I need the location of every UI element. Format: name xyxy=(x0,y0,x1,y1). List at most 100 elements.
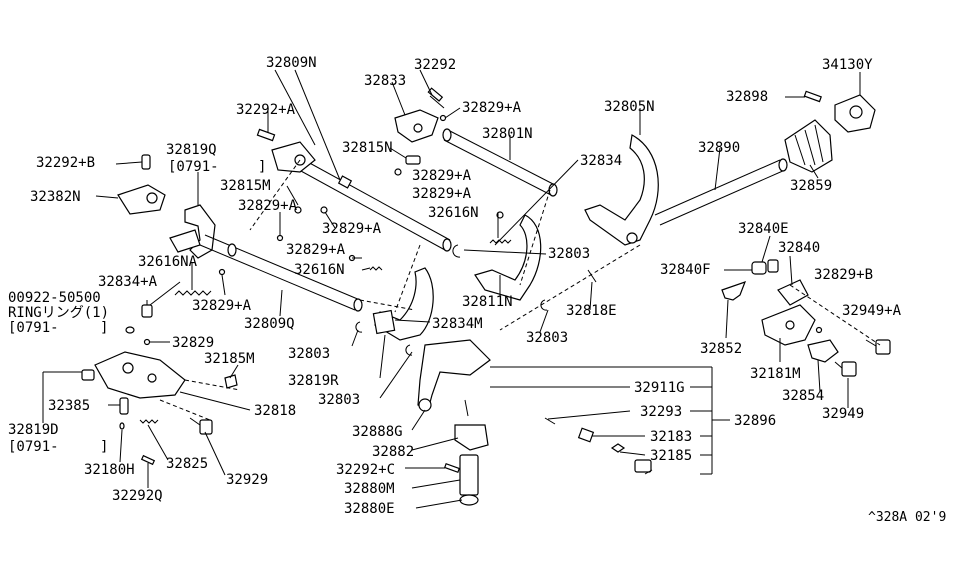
ball-32829 xyxy=(143,338,151,346)
label-32185: 32185 xyxy=(650,448,692,464)
label-32929: 32929 xyxy=(226,472,268,488)
clips-32803 xyxy=(355,244,548,356)
label-32815N: 32815N xyxy=(342,140,393,156)
label-32834-plus-a: 32834+A xyxy=(98,274,158,290)
label-32888G: 32888G xyxy=(352,424,403,440)
label-32819R: 32819R xyxy=(288,373,339,389)
label-32815M: 32815M xyxy=(220,178,271,194)
label-32890: 32890 xyxy=(698,140,740,156)
label-32616N-2: 32616N xyxy=(294,262,345,278)
spring-32825 xyxy=(139,419,159,424)
spring-32616NA xyxy=(174,290,212,296)
label-32829-plus-a-5: 32829+A xyxy=(322,221,382,237)
bracket-32181M xyxy=(761,304,816,346)
part-32852 xyxy=(721,281,747,301)
label-32382N: 32382N xyxy=(30,189,81,205)
label-32854: 32854 xyxy=(782,388,824,404)
label-32840: 32840 xyxy=(778,240,820,256)
label-32819Q: 32819Q xyxy=(166,142,217,158)
label-32385: 32385 xyxy=(48,398,90,414)
spring-32616N-upper xyxy=(489,239,512,244)
pin-32818E xyxy=(587,269,597,283)
bracket-assembly-32818 xyxy=(81,351,186,399)
label-32840F: 32840F xyxy=(660,262,711,278)
label-32829-plus-b: 32829+B xyxy=(814,267,873,283)
label-32181M: 32181M xyxy=(750,366,801,382)
label-32292-plus-a: 32292+A xyxy=(236,102,296,118)
label-32819D: 32819D xyxy=(8,422,59,438)
shift-fork-32811N xyxy=(474,214,542,301)
pin-32385 xyxy=(119,397,129,415)
label-32829: 32829 xyxy=(172,335,214,351)
boot-32859 xyxy=(784,119,833,173)
label-32183: 32183 xyxy=(650,429,692,445)
label-32803-3: 32803 xyxy=(288,346,330,362)
label-32805N: 32805N xyxy=(604,99,655,115)
part-drawings xyxy=(81,87,891,506)
label-32829-plus-a-3: 32829+A xyxy=(412,186,472,202)
label-32818: 32818 xyxy=(254,403,296,419)
label-32180H: 32180H xyxy=(84,462,135,478)
footer-code: ^328A 02'9 xyxy=(868,510,946,525)
label-32292: 32292 xyxy=(414,57,456,73)
shift-shaft-32890 xyxy=(654,158,788,226)
label-ring: RINGリング(1) xyxy=(8,305,109,321)
label-32852: 32852 xyxy=(700,341,742,357)
label-32803-1: 32803 xyxy=(548,246,590,262)
label-32880E: 32880E xyxy=(344,501,395,517)
pin-32815N xyxy=(394,155,421,176)
label-32809Q: 32809Q xyxy=(244,316,295,332)
label-34130Y: 34130Y xyxy=(822,57,873,73)
label-32834: 32834 xyxy=(580,153,622,169)
label-32185M: 32185M xyxy=(204,351,255,367)
label-32825: 32825 xyxy=(166,456,208,472)
label-32809N: 32809N xyxy=(266,55,317,71)
pin-32292Q xyxy=(140,454,156,466)
leader-lines xyxy=(42,69,861,509)
bolt-32949A xyxy=(865,339,891,355)
label-32818E: 32818E xyxy=(566,303,617,319)
shift-rod-32809Q xyxy=(199,234,363,312)
label-0791-a: [0791- xyxy=(168,159,219,175)
label-0791-c-close: ] xyxy=(100,439,108,455)
label-32292-plus-b: 32292+B xyxy=(36,155,95,171)
assembly-32840 xyxy=(751,259,809,306)
spring-32616N-lower xyxy=(369,266,383,271)
label-32949-plus-a: 32949+A xyxy=(842,303,902,319)
bracket-32833 xyxy=(394,87,445,143)
label-0791-c: [0791- xyxy=(8,439,59,455)
label-32911G: 32911G xyxy=(634,380,685,396)
label-32803-2: 32803 xyxy=(526,330,568,346)
shift-fork-32805N xyxy=(584,134,659,246)
label-32896: 32896 xyxy=(734,413,776,429)
lever-assembly-32896 xyxy=(417,339,652,506)
label-0791-a-close: ] xyxy=(258,159,266,175)
label-32829-plus-a-2: 32829+A xyxy=(412,168,472,184)
bracket-32382N xyxy=(117,184,166,215)
bracket-32854 xyxy=(807,339,839,363)
pin-32898 xyxy=(803,90,822,103)
pin-32292B xyxy=(141,154,151,170)
shift-fork-32819Q xyxy=(169,204,216,259)
bolt-32929 xyxy=(189,417,213,435)
bolt-32834A xyxy=(141,300,153,318)
label-32292-plus-c: 32292+C xyxy=(336,462,395,478)
label-32898: 32898 xyxy=(726,89,768,105)
shift-rod-32809N xyxy=(289,154,452,252)
housing-34130Y xyxy=(834,94,876,133)
label-32292Q: 32292Q xyxy=(112,488,163,504)
label-32616NA: 32616NA xyxy=(138,254,198,270)
label-32880M: 32880M xyxy=(344,481,395,497)
label-32840E: 32840E xyxy=(738,221,789,237)
label-32801N: 32801N xyxy=(482,126,533,142)
shift-fork-32819R xyxy=(372,267,434,341)
label-32803-4: 32803 xyxy=(318,392,360,408)
label-00922-50500: 00922-50500 xyxy=(8,290,101,306)
label-32829-plus-a-4: 32829+A xyxy=(238,198,298,214)
label-32834M: 32834M xyxy=(432,316,483,332)
label-0791-b-close: ] xyxy=(100,320,108,336)
bolt-32949 xyxy=(834,361,857,377)
shift-rod-32801N xyxy=(442,128,558,197)
ring-32180H xyxy=(119,422,125,430)
label-32882: 32882 xyxy=(372,444,414,460)
